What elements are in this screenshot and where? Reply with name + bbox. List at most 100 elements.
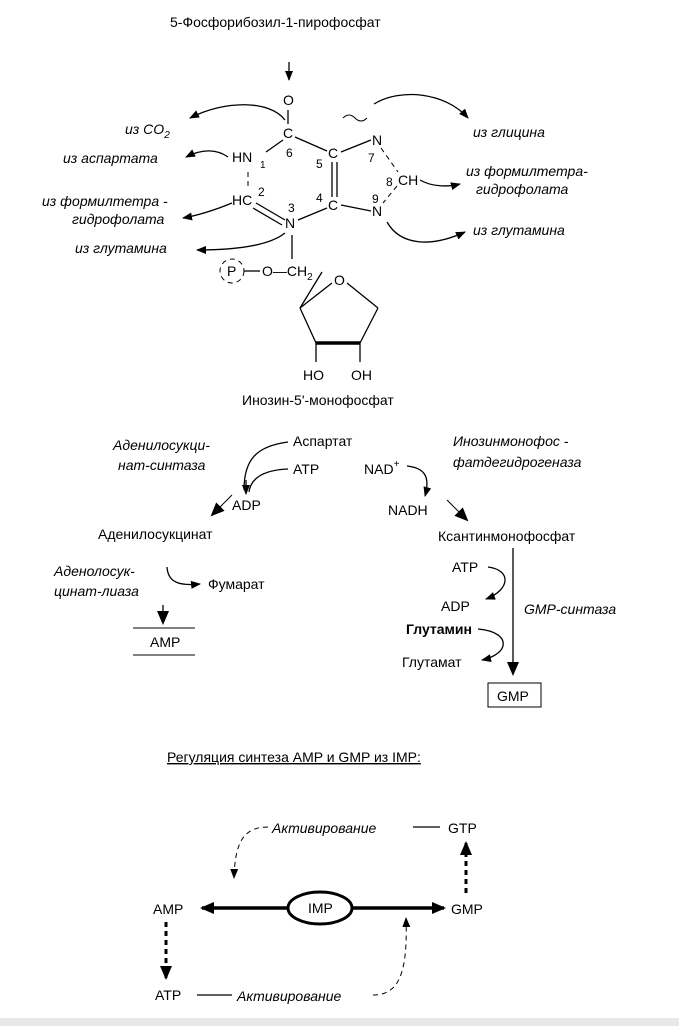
atom-n3: N [285,215,295,231]
regulation-title: Регуляция синтеза AMP и GMP из IMP: [167,749,421,765]
atom-c4: C [328,197,338,213]
source-formyl-left-1: из формилтетра - [42,193,168,209]
atom-c6: C [283,125,293,141]
activation-bottom-arrow [372,917,411,996]
num-6: 6 [286,146,293,160]
num-3: 3 [288,201,295,215]
arrow-glutamine-right [386,221,466,243]
atom-c2: HC [232,192,252,208]
enzyme-adenylosuccinate-synthase-1: Аденилосукци- [112,437,210,453]
atom-c8: CH [398,172,418,188]
atom-oh: OH [351,367,372,383]
nad: NAD+ [364,459,400,477]
amp-branch: Аденилосукци- нат-синтаза Аспартат ATP A… [53,433,353,656]
ring-bond-2 [346,282,379,309]
reg-atp: ATP [155,987,181,1003]
curve-aspartate [243,441,289,491]
gmp-atp: ATP [452,559,478,575]
amp-atp: ATP [293,461,319,477]
arrow-glutamine-left [196,232,286,254]
nadh: NADH [388,502,428,518]
curve-atp [248,468,289,493]
atom-ring-o: O [334,272,345,288]
regulation: Регуляция синтеза AMP и GMP из IMP: Акти… [153,749,483,1004]
enzyme-lyase-1: Аденолосук- [53,563,135,579]
atom-n7: N [372,132,382,148]
gmp-branch: Инозинмонофос - фатдегидрогеназа NAD+ NA… [364,433,616,708]
reg-imp: IMP [308,900,333,916]
atom-n9: N [372,203,382,219]
glutamate: Глутамат [402,654,462,670]
arrow-formyl-right [419,179,461,191]
activation-top-label: Активирование [271,820,376,836]
atom-n1-num: 1 [260,160,266,171]
ring-bond-4 [359,307,379,344]
amp-product: AMP [150,634,180,650]
arrow-gln-glu [477,628,504,663]
activation-top-arrow [230,826,269,879]
bond-c5-n7 [340,139,372,153]
bond-c2-n3-b [252,207,283,226]
arrow-glycine [373,93,469,119]
source-formyl-right-1: из формилтетра- [466,163,588,179]
num-9: 9 [372,192,379,206]
amp-adp: ADP [232,497,261,513]
source-formyl-right-2: гидрофолата [476,181,569,197]
glycine-bracket [342,114,368,122]
bond-c4-n9 [340,204,372,212]
bond-c6-c5 [294,136,328,152]
source-co2: из CO2 [125,121,170,141]
atom-o-ch2: O—CH2 [262,263,313,283]
source-glutamine-right: из глутамина [473,222,565,238]
imp-product-title: Инозин-5'-монофосфат [242,392,394,408]
arrow-aspartate [185,149,229,158]
gmp-box [487,682,542,708]
source-glutamine-left: из глутамина [75,240,167,256]
arrow-co2 [189,104,286,121]
bond-c6-n1 [265,139,284,153]
imp-structure: 5-Фосфорибозил-1-пирофосфат O C 6 HN 1 C… [42,14,588,408]
reg-gtp: GTP [448,820,477,836]
source-aspartate: из аспартата [63,150,158,166]
arrow-imp-xmp [446,499,469,522]
bond-c8-n9 [382,185,398,204]
enzyme-imp-dehydrogenase-1: Инозинмонофос - [453,433,569,449]
atom-n1: HN [232,149,252,165]
arrow-atp-adp [485,566,506,600]
num-7: 7 [368,151,375,165]
atom-c5: C [328,145,338,161]
atom-ho: HO [303,367,324,383]
num-4: 4 [316,191,323,205]
prpp-title: 5-Фосфорибозил-1-пирофосфат [170,14,381,30]
adenylosuccinate: Аденилосукцинат [98,526,213,542]
xmp: Ксантинмонофосфат [438,528,576,544]
source-formyl-left-2: гидрофолата [72,211,165,227]
gmp-product: GMP [497,688,529,704]
source-glycine: из глицина [473,124,545,140]
num-5: 5 [316,157,323,171]
bond-n7-c8 [380,147,399,173]
glutamine: Глутамин [406,621,472,637]
arrow-nad-nadh [406,465,432,497]
gmp-adp: ADP [441,598,470,614]
reg-amp: AMP [153,901,183,917]
reg-gmp: GMP [451,901,483,917]
ring-bond-1 [299,282,333,309]
atom-o-top: O [283,92,294,108]
num-8: 8 [386,175,393,189]
enzyme-imp-dehydrogenase-2: фатдегидрогеназа [453,454,582,470]
bond-c4-n3 [297,207,328,221]
bond-c2-n3-a [255,202,286,221]
bond-ch2-c4prime [299,271,323,309]
activation-bottom-label: Активирование [236,988,341,1004]
bottom-bar [0,1018,679,1026]
enzyme-gmp-synthase: GMP-синтаза [524,601,616,617]
imp-ellipse [286,890,354,926]
atom-phosphate: P [227,263,236,279]
amp-aspartate: Аспартат [293,433,353,449]
fumarate: Фумарат [208,576,265,592]
enzyme-adenylosuccinate-synthase-2: нат-синтаза [118,457,206,473]
arrow-imp-adenylosuccinate [210,494,233,517]
enzyme-lyase-2: цинат-лиаза [54,583,139,599]
